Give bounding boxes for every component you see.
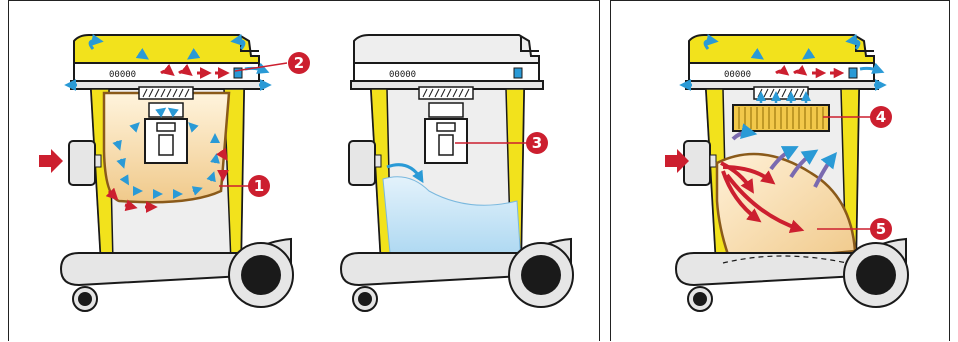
callout-5: 5 <box>870 218 892 240</box>
hose-inlet <box>69 141 95 185</box>
callout-2: 2 <box>288 52 310 74</box>
vacuum-unit-2: 00000 <box>341 35 573 311</box>
filter-icon <box>733 105 829 131</box>
vacuum-unit-3: 00000 <box>665 35 908 311</box>
carry-handle <box>74 35 259 63</box>
filter-icon <box>145 103 187 163</box>
panel-filter-bag: 00000 <box>610 0 950 341</box>
panel-dry-wet-vacuum: 00000 <box>8 0 600 341</box>
callout-label: 3 <box>532 134 542 152</box>
callout-label: 5 <box>876 220 886 238</box>
hose-inlet <box>684 141 710 185</box>
inflow-arrow-icon <box>39 149 63 173</box>
filter-icon <box>425 103 467 163</box>
diagram-left: 00000 <box>9 1 601 342</box>
callout-1: 1 <box>248 175 270 197</box>
motor-vent-text: 00000 <box>389 70 416 80</box>
callout-label: 1 <box>254 177 264 195</box>
hose-inlet <box>349 141 375 185</box>
callout-label: 4 <box>876 108 886 126</box>
callout-4: 4 <box>870 106 892 128</box>
carry-handle <box>354 35 539 63</box>
carry-handle <box>689 35 874 63</box>
callout-3: 3 <box>526 132 548 154</box>
motor-vent-text: 00000 <box>724 70 751 80</box>
vacuum-unit-1: 00000 <box>39 35 293 311</box>
motor-vent-text: 00000 <box>109 70 136 80</box>
diagram-right: 00000 <box>611 1 951 342</box>
callout-label: 2 <box>294 54 304 72</box>
